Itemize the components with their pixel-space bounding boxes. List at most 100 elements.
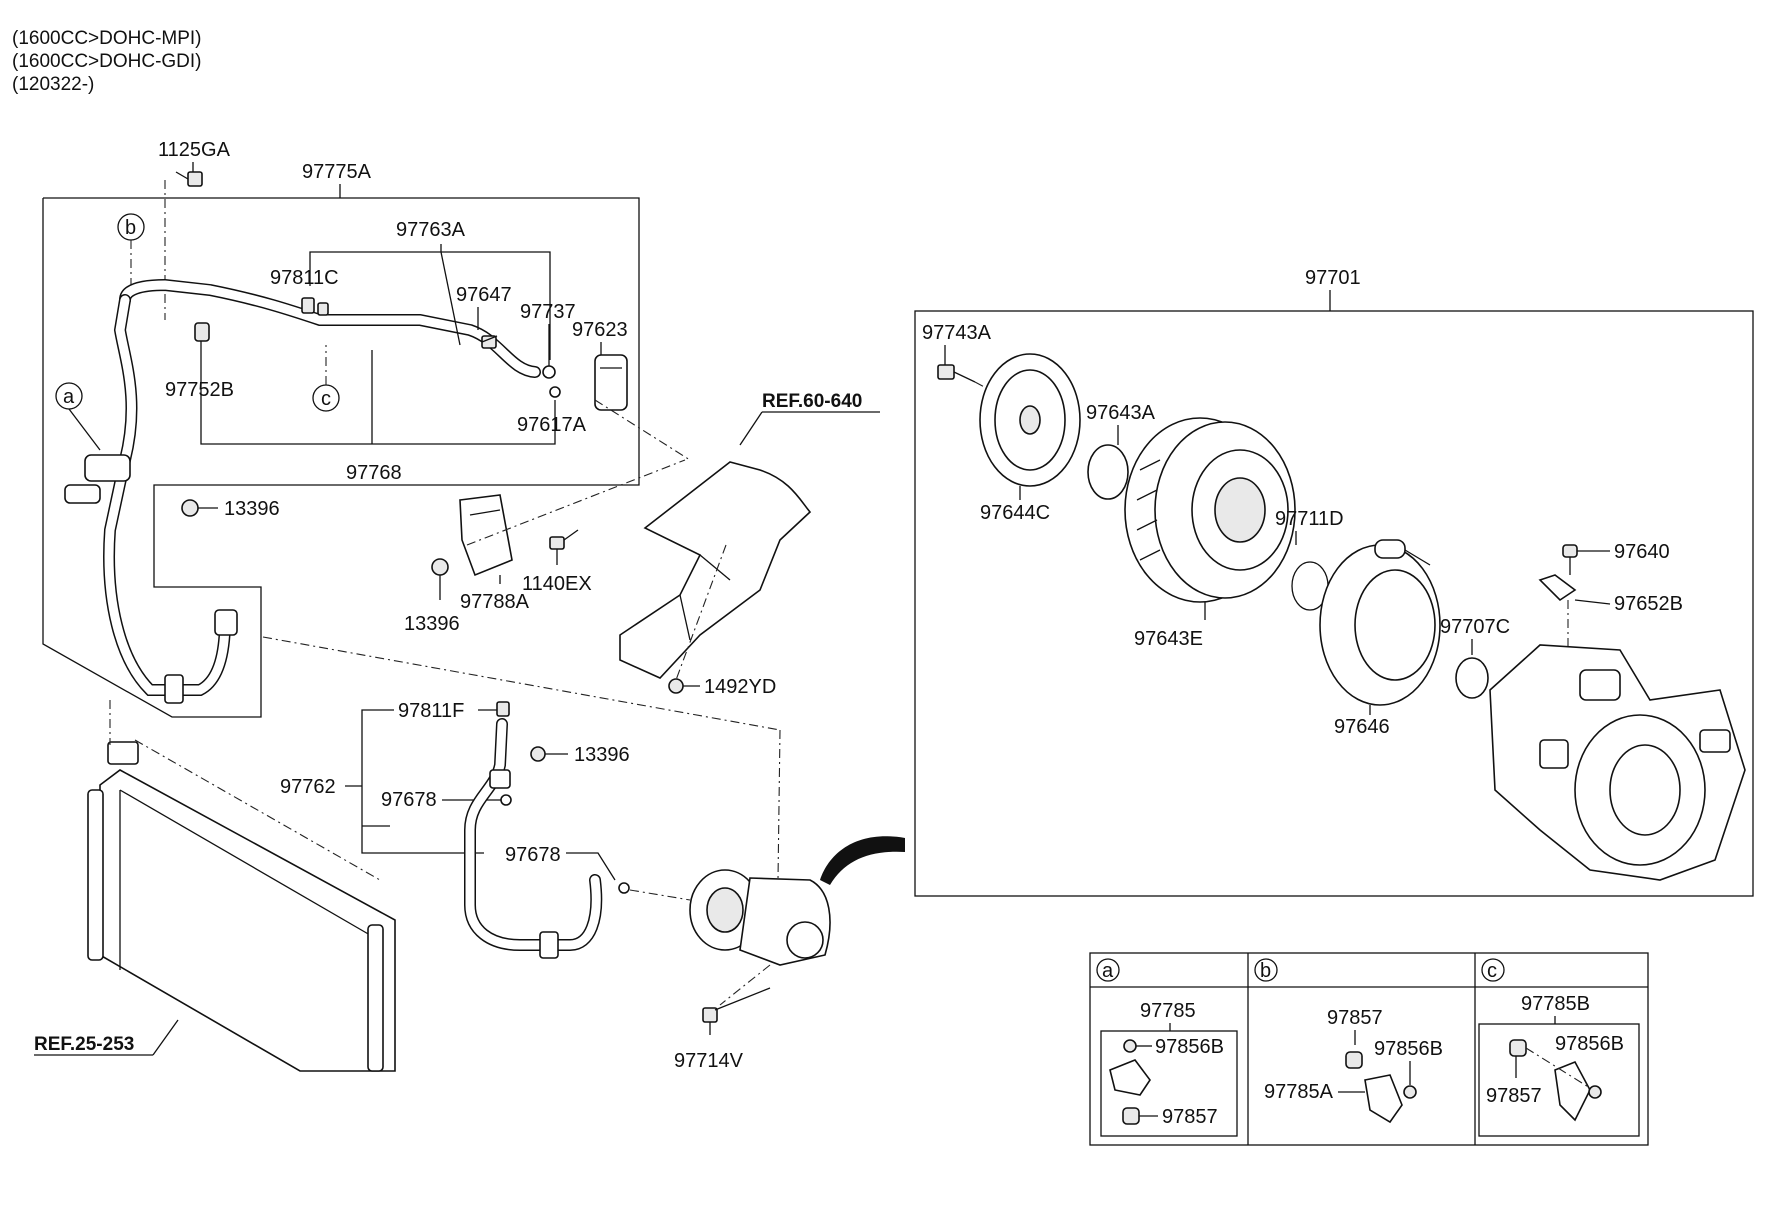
suction-hose-icon (64, 278, 541, 704)
detail-cell-c-dashline (1525, 1047, 1591, 1089)
label-97646: 97646 (1334, 716, 1390, 738)
detail-cell-a-key: a (1102, 960, 1114, 982)
header-line-2: (1600CC>DOHC-GDI) (12, 51, 202, 72)
shim-icon (1087, 444, 1129, 500)
ref-60-640[interactable]: REF.60-640 (762, 391, 862, 412)
label-97678-a: 97678 (381, 789, 437, 811)
callout-a-label: a (63, 386, 75, 408)
screw-icon (1562, 544, 1578, 575)
zoom-arrow-icon (820, 836, 905, 885)
nut-icon (530, 746, 546, 762)
dashline-97714V (719, 964, 771, 1006)
label-97623: 97623 (572, 319, 628, 341)
bolt-icon (937, 364, 976, 383)
detail-cell-b: b 97857 97856B 97785A (1254, 958, 1443, 1124)
washer-icon (1403, 1085, 1417, 1099)
ref-25-253-leader (152, 1019, 179, 1056)
label-97788A: 97788A (460, 591, 530, 613)
label-97743A: 97743A (922, 322, 992, 344)
bracket-icon (1554, 1060, 1591, 1122)
header-line-1: (1600CC>DOHC-MPI) (12, 28, 202, 49)
washer-icon (1123, 1039, 1137, 1053)
o-ring-icon (500, 794, 512, 806)
label-97707C: 97707C (1440, 616, 1510, 638)
detail-cell-c-part-2: 97857 (1486, 1085, 1542, 1107)
detail-cell-b-circle (1254, 958, 1278, 982)
detail-cell-a-part-2: 97857 (1162, 1106, 1218, 1128)
label-97652B: 97652B (1614, 593, 1683, 615)
middle-parts: 97788A 1140EX 13396 REF.60-640 1492YD (404, 391, 880, 698)
bushing-icon (1509, 1039, 1527, 1057)
label-97811F: 97811F (398, 700, 464, 722)
o-ring-icon (549, 386, 561, 398)
detail-cell-c: c 97785B 97856B 97857 (1478, 958, 1640, 1137)
label-97762: 97762 (280, 776, 336, 798)
detail-cell-c-part-1: 97856B (1555, 1033, 1624, 1055)
callout-b-label: b (125, 217, 136, 239)
label-97617A: 97617A (517, 414, 587, 436)
ref-25-253[interactable]: REF.25-253 (34, 1034, 134, 1055)
o-ring-icon (618, 882, 630, 894)
label-97752B: 97752B (165, 379, 234, 401)
bracket-97763A (309, 251, 551, 360)
dashline-97678-b (629, 889, 691, 901)
bolt-icon (481, 335, 498, 349)
leader-97678-b (566, 852, 616, 881)
bolt-icon (175, 171, 203, 187)
bearing-icon (1455, 657, 1489, 699)
detail-cell-c-title: 97785B (1521, 993, 1590, 1015)
dashline-to-compressor-b (777, 729, 781, 881)
hose-assembly-group: 97775A 1125GA b a 97763A (42, 139, 691, 718)
detail-cell-a: a 97785 97856B 97857 (1096, 958, 1238, 1137)
detail-cell-c-circle (1481, 958, 1505, 982)
label-97643A: 97643A (1086, 402, 1156, 424)
cap-icon (496, 701, 510, 717)
cap-icon (194, 322, 210, 342)
label-97640: 97640 (1614, 541, 1670, 563)
bracket-icon (1109, 1059, 1151, 1096)
label-97643E: 97643E (1134, 628, 1203, 650)
compressor-small: 97714V (674, 836, 905, 1072)
label-97775A: 97775A (302, 161, 372, 183)
label-97763A: 97763A (396, 219, 466, 241)
label-97647: 97647 (456, 284, 512, 306)
bracket-icon (1364, 1074, 1403, 1124)
label-97811C: 97811C (270, 267, 339, 289)
label-1140EX: 1140EX (522, 573, 592, 595)
grommet-icon (668, 678, 684, 694)
bushing-icon (1122, 1107, 1140, 1125)
label-97737: 97737 (520, 301, 576, 323)
discharge-hose-group: 97762 97811F 13396 97678 97678 (262, 636, 781, 959)
detail-table-outline (1089, 952, 1649, 1146)
bracket-97762 (361, 709, 484, 854)
label-97711D: 97711D (1275, 508, 1344, 530)
nut-icon (431, 558, 449, 576)
group-outline-97775A (42, 197, 640, 718)
detail-cell-c-box (1478, 1023, 1640, 1137)
bushing-icon (1345, 1051, 1363, 1069)
dashline-condenser-b (134, 739, 381, 881)
detail-cell-a-part-1: 97856B (1155, 1036, 1224, 1058)
bracket-97768 (200, 375, 556, 445)
label-97714V: 97714V (674, 1050, 744, 1072)
detail-cell-b-key: b (1260, 960, 1271, 982)
bolt-icon (549, 529, 579, 550)
clutch-plate-icon (979, 353, 1081, 487)
compressor-icon (689, 869, 831, 966)
detail-cell-a-title: 97785 (1140, 1000, 1196, 1022)
label-13396-a: 13396 (224, 498, 280, 520)
header-line-3: (120322-) (12, 74, 94, 95)
detail-cell-a-box (1100, 1030, 1238, 1137)
bracket-97788A-icon (459, 494, 513, 577)
pressure-switch-icon (594, 354, 628, 411)
bolt-icon (702, 987, 771, 1023)
leader-97652B (1574, 599, 1611, 605)
detail-cell-b-title: 97857 (1327, 1007, 1383, 1029)
condenser: REF.25-253 (34, 700, 396, 1072)
label-1492YD: 1492YD (704, 676, 776, 698)
label-1125GA: 1125GA (158, 139, 231, 161)
body-panel-icon (619, 461, 812, 679)
leader-a (68, 408, 101, 451)
detail-cell-c-key: c (1487, 960, 1497, 982)
o-ring-icon (542, 365, 556, 379)
